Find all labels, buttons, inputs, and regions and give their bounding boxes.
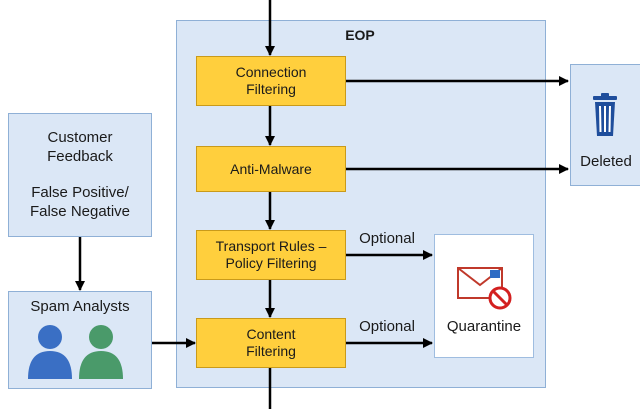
- user-icon-blue: [28, 325, 72, 379]
- transport-rules-box: Transport Rules – Policy Filtering: [196, 230, 346, 280]
- blocked-mail-icon: [457, 267, 512, 310]
- anti-malware-box: Anti-Malware: [196, 146, 346, 192]
- user-icon-green: [79, 325, 123, 379]
- customer-feedback-title: Customer Feedback: [47, 129, 113, 165]
- spam-analysts-title: Spam Analysts: [30, 298, 130, 315]
- optional-label-content: Optional: [359, 318, 415, 335]
- eop-title: EOP: [345, 27, 375, 43]
- customer-feedback-box: [8, 113, 152, 237]
- connection-filtering-box: Connection Filtering: [196, 56, 346, 106]
- customer-feedback-detail: False Positive/ False Negative: [29, 184, 131, 220]
- trash-icon: [593, 93, 617, 136]
- quarantine-label: Quarantine: [446, 318, 522, 335]
- optional-label-transport: Optional: [359, 230, 415, 247]
- content-filtering-box: Content Filtering: [196, 318, 346, 368]
- deleted-label: Deleted: [580, 153, 632, 170]
- transport-rules-label: Transport Rules – Policy Filtering: [215, 238, 327, 271]
- anti-malware-label: Anti-Malware: [230, 160, 312, 177]
- connection-filtering-label: Connection Filtering: [235, 64, 307, 97]
- content-filtering-label: Content Filtering: [246, 326, 296, 359]
